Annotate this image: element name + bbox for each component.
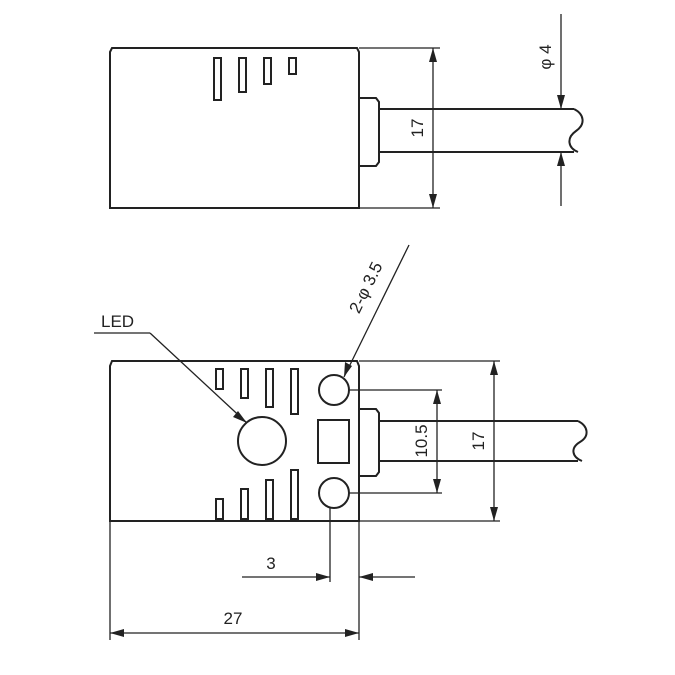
dim-side-height-label: 17 (408, 119, 427, 138)
front-cable (379, 420, 578, 462)
front-body-outline (109, 360, 360, 522)
front-view: 10.5 17 2-φ 3.5 LED 3 27 (94, 244, 588, 640)
mounting-hole-top (318, 374, 350, 406)
side-vents (213, 57, 297, 101)
led-label: LED (101, 312, 134, 331)
side-view: 17 φ 4 (109, 14, 584, 209)
side-body-outline (109, 47, 360, 209)
dim-hole-offset-label: 3 (266, 554, 275, 573)
dim-cable-diameter-label: φ 4 (536, 44, 555, 69)
dim-length-label: 27 (224, 609, 243, 628)
led-indicator (237, 416, 287, 466)
front-cable-gland (359, 408, 380, 477)
mounting-hole-bottom (318, 477, 350, 509)
sensing-window (317, 419, 350, 464)
front-vents-top (215, 368, 299, 415)
hole-spec-label: 2-φ 3.5 (346, 259, 387, 316)
side-cable-break (568, 108, 584, 153)
dim-hole-spacing-label: 10.5 (412, 424, 431, 457)
side-cable-gland (359, 97, 380, 167)
front-vents-bottom (215, 469, 299, 520)
dim-front-height-label: 17 (469, 432, 488, 451)
front-cable-break (572, 420, 588, 462)
side-cable (379, 108, 574, 153)
